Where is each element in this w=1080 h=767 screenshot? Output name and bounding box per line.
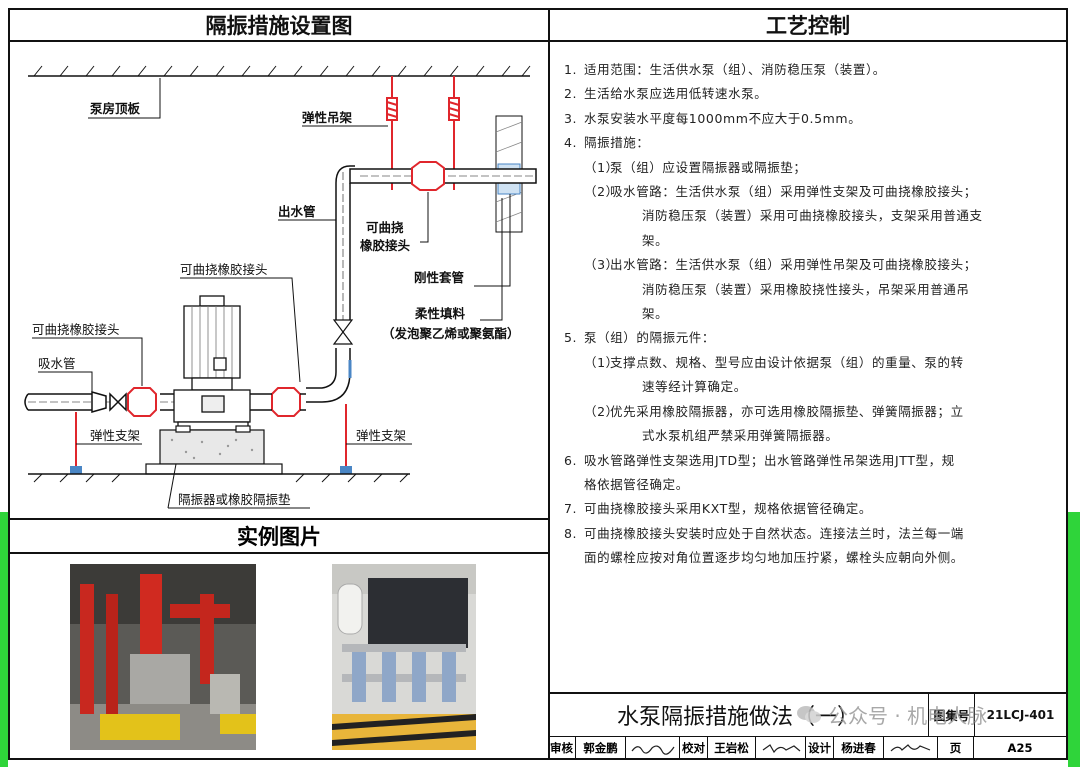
left-header: 隔振措施设置图 [10,10,548,42]
outlet-elbow [306,348,352,403]
note-5-2: （2）优先采用橡胶隔振器，亦可选用橡胶隔振垫、弹簧隔振器；立 [584,403,964,419]
green-edge-left [0,512,8,767]
ceiling-label: 泵房顶板 [90,101,141,116]
spring-support-right-label: 弹性支架 [356,428,406,443]
designer-signature [884,737,938,759]
spring-support-left-base [70,466,82,474]
note-7: 7.可曲挠橡胶接头采用KXT型，规格依据管径确定。 [564,501,872,517]
atlas-number: 21LCJ-401 [974,694,1066,736]
spring-support-right-base [340,466,352,474]
note-4-3-cont2: 架。 [642,306,669,322]
atlas-label: 图集号 [928,694,974,736]
note-4-2: （2）吸水管路：生活供水泵（组）采用弹性支架及可曲挠橡胶接头； [584,184,977,200]
signature-row: 审核 郭金鹏 校对 王岩松 设计 杨进春 页 A25 [548,736,1066,759]
green-edge-right [1068,512,1080,767]
flex-rubber-top-label: 可曲挠橡胶接头 [180,262,268,277]
note-6: 6.吸水管路弹性支架选用JTD型；出水管路弹性吊架选用JTT型，规 [564,452,955,468]
watermark-text: 公众号 · 机电人脉 [828,704,988,728]
inlet-pipe [24,391,174,413]
right-header: 工艺控制 [550,10,1066,42]
note-4-1: （1）泵（组）应设置隔振器或隔振垫； [584,159,807,175]
reviewer-name: 郭金鹏 [576,737,626,759]
note-5: 5.泵（组）的隔振元件： [564,330,716,346]
note-4-2-cont2: 架。 [642,232,669,248]
note-3: 3.水泵安装水平度每1000mm不应大于0.5mm。 [564,110,862,126]
ceiling-hatch [33,65,531,77]
flexible-fill-label: 柔性填料 [414,306,466,321]
note-8-cont: 面的螺栓应按对角位置逐步均匀地加压拧紧，螺栓头应朝向外侧。 [584,550,964,566]
note-4-3-cont: 消防稳压泵（装置）采用橡胶挠性接头，吊架采用普通吊 [642,281,970,297]
spring-hanger-label: 弹性吊架 [302,110,353,125]
isolation-diagram: 泵房顶板 弹性吊架 [24,65,537,509]
spring-support-left-label: 弹性支架 [90,428,140,443]
note-8: 8.可曲挠橡胶接头安装时应处于自然状态。连接法兰时，法兰每一端 [564,525,964,541]
design-label: 设计 [806,737,834,759]
riser-valve [332,319,354,345]
page-number: A25 [1007,741,1033,755]
note-5-1-cont: 速等经计算确定。 [642,379,747,395]
pump-motor [183,295,241,391]
wechat-icon [797,705,821,723]
isolator-label: 隔振器或橡胶隔振垫 [178,492,291,507]
flex-joint-inlet [127,387,157,417]
outlet-pipe-label: 出水管 [278,204,316,219]
rigid-sleeve-label: 刚性套管 [414,270,464,285]
floor-hatch [33,473,409,483]
photo-booster-pumps [332,564,476,750]
note-6-cont: 格依据管径确定。 [584,476,689,492]
note-1: 1.适用范围：生活供水泵（组）、消防稳压泵（装置）。 [564,62,886,77]
drawing-sheet: 隔振措施设置图 工艺控制 泵房顶板 弹 [8,8,1068,760]
designer-name: 杨进春 [834,737,884,759]
fill-material-label: （发泡聚乙烯或聚氨酯） [382,326,520,341]
checker-signature [756,737,806,759]
inlet-pipe-label: 吸水管 [38,356,76,371]
note-2: 2.生活给水泵应选用低转速水泵。 [564,86,768,102]
note-4-2-cont: 消防稳压泵（装置）采用可曲挠橡胶接头，支架采用普通支 [642,208,983,224]
note-4-3: （3）出水管路：生活供水泵（组）采用弹性吊架及可曲挠橡胶接头； [584,257,977,273]
flex-joint-label-1: 可曲挠 [366,220,404,235]
spring-hanger-2 [448,76,460,190]
note-5-1: （1）支撑点数、规格、型号应由设计依据泵（组）的重量、泵的转 [584,354,964,370]
flex-joint-outlet [271,387,301,417]
note-5-2-cont: 式水泵机组严禁采用弹簧隔振器。 [642,428,839,444]
photo-fire-pumps [70,564,256,750]
check-label: 校对 [680,737,708,759]
pump-body [173,389,251,431]
outlet-riser [335,165,355,322]
review-label: 审核 [548,737,576,759]
flex-joint-label-2: 橡胶接头 [360,238,411,253]
concrete-base [145,425,283,475]
checker-name: 王岩松 [708,737,756,759]
process-notes: 1.适用范围：生活供水泵（组）、消防稳压泵（装置）。 2.生活给水泵应选用低转速… [564,58,1060,571]
flex-rubber-left-label: 可曲挠橡胶接头 [32,322,120,337]
reviewer-signature [626,737,680,759]
page-label: 页 [938,737,974,759]
watermark: 公众号 · 机电人脉 [796,700,987,729]
vertical-divider [548,10,550,758]
spring-hanger-1 [386,76,398,190]
photos-header: 实例图片 [10,518,548,554]
note-4: 4.隔振措施： [564,135,650,151]
flex-joint-top [411,161,445,191]
